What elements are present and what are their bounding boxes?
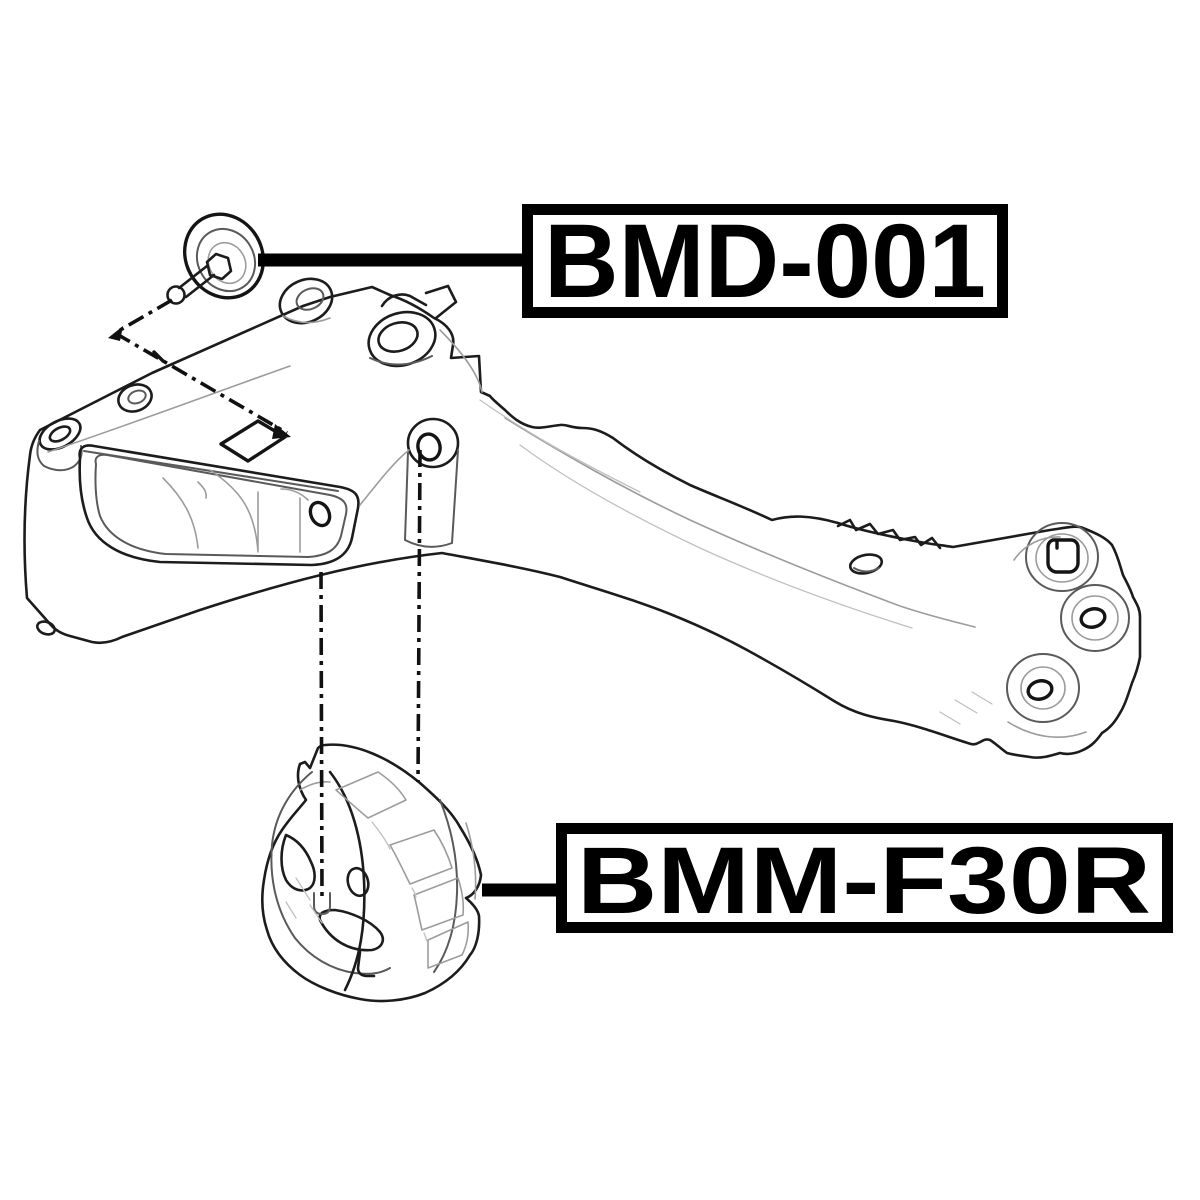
- plate-hole: [117, 383, 153, 413]
- ear-hole-ring: [38, 417, 82, 451]
- mount-ribs: [335, 771, 470, 969]
- mount-outline: [261, 743, 483, 1003]
- crossmember-outline: [23, 285, 1142, 759]
- mount-axis-line-left: [319, 571, 324, 901]
- leader-lines: [258, 253, 562, 897]
- mount-bolt-drawing: [166, 212, 266, 305]
- crossmember-drawing: [23, 277, 1142, 759]
- arm-hole: [848, 553, 884, 575]
- bolt-shaft: [177, 264, 216, 299]
- washer-outline: [182, 212, 266, 300]
- bolt-tip: [166, 285, 186, 305]
- bracket-pocket: [78, 444, 360, 567]
- transmission-mount-drawing: [261, 743, 483, 1003]
- slot-mark: [219, 419, 287, 463]
- flange-bosses: [1006, 522, 1130, 738]
- part-label-bmd-001: BMD-001: [522, 203, 1008, 320]
- flap-hole: [35, 620, 57, 636]
- part-label-bmm-f30r: BMM-F30R: [556, 823, 1173, 934]
- pocket-hole: [308, 500, 332, 528]
- label-box: [556, 823, 1173, 933]
- part-number-text: BMD-001: [544, 203, 986, 320]
- ear-hole: [48, 425, 72, 443]
- stud-lug: [359, 417, 460, 548]
- mount-axis-line-right: [416, 449, 422, 783]
- weld-marks: [836, 518, 942, 550]
- part-number-text: BMM-F30R: [577, 828, 1151, 934]
- bolt-axis-line: [111, 298, 288, 435]
- centerlines: [108, 298, 422, 901]
- bolt-head: [205, 252, 233, 281]
- mount-face-details: [280, 781, 385, 978]
- label-box: [522, 204, 1008, 318]
- top-boss-ring: [278, 277, 334, 325]
